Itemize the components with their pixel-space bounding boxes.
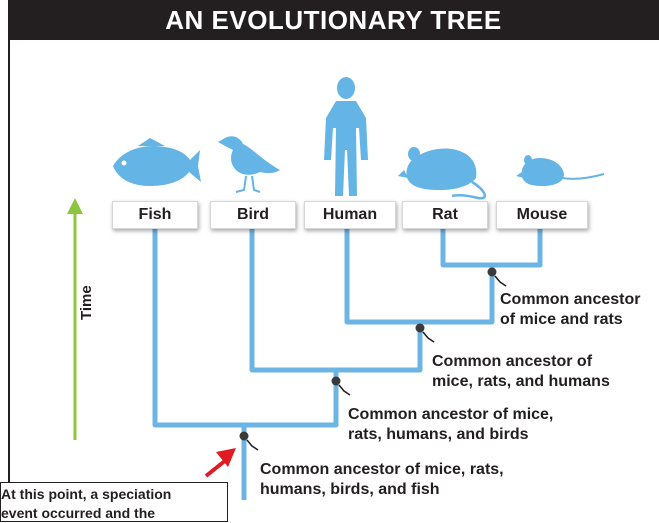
annotation-line: Common ancestor	[500, 290, 640, 310]
taxon-label-human: Human	[304, 201, 396, 229]
taxon-label-mouse: Mouse	[496, 201, 588, 229]
pointer-arrow-icon	[206, 448, 236, 476]
annotation-mice-rats: Common ancestor of mice and rats	[500, 290, 640, 330]
node-mice-rats-humans-birds	[332, 377, 341, 386]
annotation-line: rats, humans, and birds	[348, 425, 553, 445]
node-mice-rats-humans	[416, 324, 425, 333]
taxon-label-fish: Fish	[112, 201, 198, 229]
speciation-note: At this point, a speciation event occurr…	[0, 482, 228, 522]
annotation-line: mice, rats, and humans	[432, 372, 610, 392]
fish-silhouette-icon	[113, 138, 201, 186]
taxon-label-rat: Rat	[402, 201, 488, 229]
branch-mammals-bird	[252, 222, 420, 370]
node-mice-rats	[488, 268, 497, 277]
annotation-line: Common ancestor of	[432, 352, 610, 372]
annotation-line: of mice and rats	[500, 310, 640, 330]
node-all	[240, 432, 249, 441]
branch-amniotes-fish	[155, 222, 336, 425]
branch-rodents-human	[347, 222, 492, 322]
bird-silhouette-icon	[218, 136, 280, 192]
time-axis-label: Time	[78, 285, 95, 320]
annotation-mice-rats-humans: Common ancestor of mice, rats, and human…	[432, 352, 610, 392]
annotation-mice-rats-humans-birds: Common ancestor of mice, rats, humans, a…	[348, 405, 553, 445]
note-line: At this point, a speciation	[1, 485, 227, 504]
annotation-line: humans, birds, and fish	[260, 480, 504, 500]
rat-silhouette-icon	[398, 147, 485, 198]
annotation-line: Common ancestor of mice, rats,	[260, 460, 504, 480]
mouse-silhouette-icon	[516, 155, 604, 186]
taxon-label-bird: Bird	[210, 201, 296, 229]
annotation-line: Common ancestor of mice,	[348, 405, 553, 425]
annotation-all: Common ancestor of mice, rats, humans, b…	[260, 460, 504, 500]
note-line: event occurred and the	[1, 504, 227, 523]
human-silhouette-icon	[324, 77, 368, 196]
